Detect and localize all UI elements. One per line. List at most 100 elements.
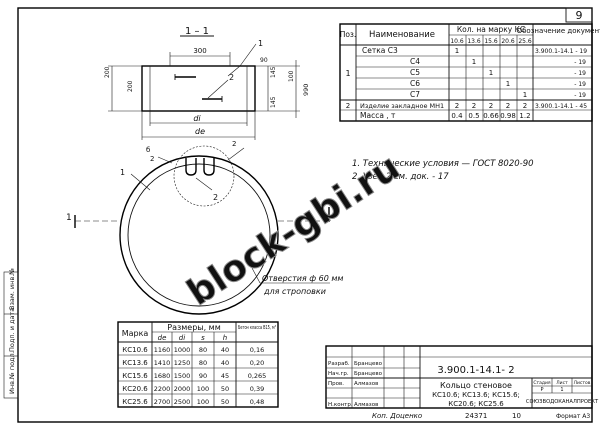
title-block: 3.900.1-14.1- 2 Кольцо стеновое КС10.6; … (325, 345, 599, 409)
title-line-3: КС20.6; КС25.6 (448, 400, 504, 408)
title-line-1: Кольцо стеновое (440, 381, 512, 390)
section-mark-left: 1 (66, 213, 72, 223)
ring-section (141, 65, 256, 112)
dims-sub-de: de (158, 334, 167, 342)
spec-row-qty: 1 (489, 69, 493, 77)
spec-row-qty: 1 (506, 80, 510, 88)
dims-row-value: 2700 (154, 398, 171, 406)
spec-row-qty: 2 (506, 102, 510, 110)
dims-row-value: 80 (199, 346, 207, 354)
spec-row-doc: - 19 (574, 70, 586, 77)
note-1: 1. Технические условия — ГОСТ 8020-90 (352, 159, 534, 169)
spec-row-qty: 2 (523, 102, 527, 110)
title-org: СОЮЗВОДОКАНАЛПРОЕКТ (526, 399, 599, 405)
dims-row-mark: КС25.6 (122, 398, 148, 406)
spec-qty-col-3: 15.6 (484, 38, 498, 45)
spec-row-name: С6 (410, 79, 420, 88)
plan-label-2: 2 (150, 155, 154, 163)
dims-row-value: 50 (221, 385, 229, 393)
spec-qty-col-2: 13.6 (467, 38, 481, 45)
dims-row-value: 40 (221, 359, 229, 367)
side-stamp-sign: Подп. и дата (8, 308, 16, 352)
sheet-number-box: 9 (565, 7, 593, 23)
dims-row-value: 2500 (174, 398, 191, 406)
title-role: Н.контр. (328, 402, 353, 408)
dims-row-value: 2000 (174, 385, 191, 393)
spec-group-pos: 1 (345, 69, 350, 78)
copied-by: Коп. Доценко (372, 412, 422, 420)
spec-row-doc: 3.900.1-14.1 - 45 (535, 103, 587, 110)
dims-row-concrete: 0,20 (250, 359, 264, 367)
spec-row-doc: 3.900.1-14.1 - 19 (535, 48, 587, 55)
ring-inner (127, 163, 271, 307)
spec-row-qty: 0.5 (468, 112, 479, 120)
title-role: Нач.гр. (328, 371, 349, 377)
dim-de: de (195, 127, 205, 136)
spec-row-name: Изделие закладное МН1 (360, 102, 444, 110)
dim-left-top: 200 (104, 66, 111, 78)
dim-height: 990 (302, 84, 310, 96)
section-view: 1 – 1 300 200 200 100 990 145 145 90 (104, 26, 310, 140)
dims-row-value: 40 (221, 346, 229, 354)
section-title: 1 – 1 (185, 26, 209, 37)
notes: 1. Технические условия — ГОСТ 8020-90 2.… (352, 159, 534, 182)
side-stamp: Инв.№ подл. Подп. и дата Взам. инв.№ (3, 268, 19, 399)
dim-left-mid: 200 (127, 80, 134, 92)
dims-row-value: 90 (199, 372, 207, 380)
spec-row-name: С4 (410, 57, 420, 66)
title-sheet-v: 1 (560, 387, 563, 393)
title-role-name: Алмазов (354, 381, 378, 387)
title-role: Разраб. (328, 361, 350, 367)
dims-row-value: 45 (221, 372, 229, 380)
spec-row-qty: 0.98 (500, 112, 516, 120)
spec-row-qty: 2 (472, 102, 476, 110)
dims-row-value: 1410 (154, 359, 171, 367)
title-sheets-h: Листов (574, 380, 591, 386)
detail-circle (173, 145, 235, 207)
spec-row-name: С5 (410, 68, 420, 77)
hole-note-line1: Отверстия ф 60 мм (262, 274, 343, 283)
spec-col-doc: Обозначение документа (517, 27, 600, 35)
spec-row-doc: - 19 (574, 81, 586, 88)
dims-row-mark: КС20.6 (122, 385, 148, 393)
dims-row-value: 1160 (154, 346, 171, 354)
section-callout-1: 1 (258, 39, 263, 48)
dim-ne: 100 (288, 70, 295, 82)
title-code: 3.900.1-14.1- 2 (437, 365, 514, 376)
spec-row-name: Масса , т (360, 111, 396, 120)
dims-row-value: 1500 (174, 372, 191, 380)
dims-row-value: 1680 (154, 372, 171, 380)
hole-note-line2: для строповки (263, 287, 326, 296)
title-line-2: КС10.6; КС13.6; КС15.6; (432, 391, 520, 399)
spec-row-doc: - 19 (574, 92, 586, 99)
spec-col-pos: Поз. (340, 30, 357, 39)
dims-row-mark: КС13.6 (122, 359, 148, 367)
dim-di: di (193, 114, 201, 123)
spec-row-qty: 0.4 (451, 112, 463, 120)
title-stage-h: Стадия (533, 380, 551, 386)
spec-row-qty: 1 (455, 47, 459, 55)
spec-row-qty: 2 (455, 102, 459, 110)
spec-qty-col-4: 20.6 (501, 38, 515, 45)
spec-row-qty: 0.66 (483, 112, 499, 120)
spec-row-pos: 2 (346, 102, 350, 110)
plan-label-b: б (146, 146, 150, 154)
dims-row-value: 50 (221, 398, 229, 406)
dims-h-mark: Марка (122, 329, 149, 338)
dims-row-mark: КС15.6 (122, 372, 148, 380)
dims-row-value: 80 (199, 359, 207, 367)
lifting-loop-right (203, 158, 215, 176)
spec-row-qty: 1.2 (519, 112, 530, 120)
spec-row-qty: 2 (489, 102, 493, 110)
spec-qty-col-5: 25.6 (518, 38, 532, 45)
note-2: 2. Узел 2 см. док. - 17 (352, 172, 449, 182)
side-stamp-inv: Инв.№ подл. (8, 351, 16, 394)
title-role: Пров. (328, 381, 344, 387)
dims-row-value: 1000 (174, 346, 191, 354)
side-stamp-replace: Взам. инв.№ (8, 268, 16, 310)
ring-outer (119, 155, 279, 315)
title-role-name: Бранцево (354, 371, 383, 377)
spec-col-name: Наименование (369, 30, 435, 40)
dims-row-value: 2200 (154, 385, 171, 393)
